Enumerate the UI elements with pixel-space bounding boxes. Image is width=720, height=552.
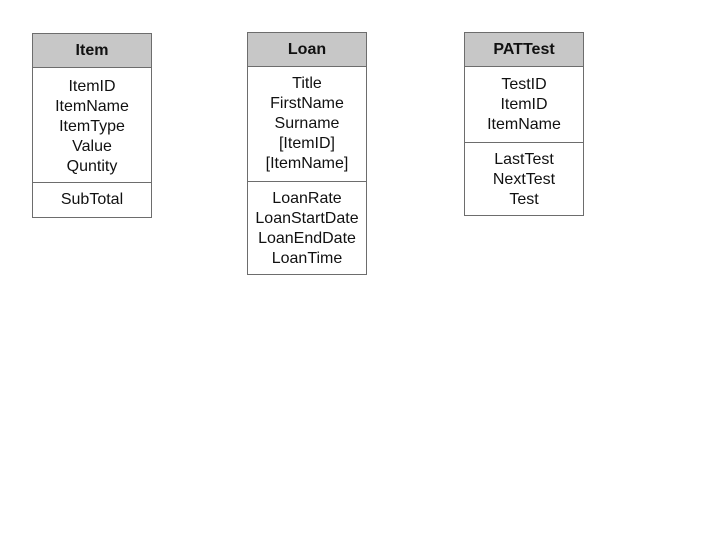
pattest-method-test: Test (509, 191, 539, 208)
pattest-method-lasttest: LastTest (494, 151, 554, 168)
item-field-itemid: ItemID (68, 78, 116, 95)
loan-field-firstname: FirstName (270, 95, 344, 112)
loan-field-title: Title (292, 75, 322, 92)
item-attributes-section: ItemID ItemName ItemType Value Quntity (33, 68, 151, 182)
pattest-method-nexttest: NextTest (492, 171, 556, 188)
pattest-field-itemid: ItemID (500, 96, 548, 113)
loan-method-loanrate: LoanRate (272, 190, 342, 207)
loan-methods-section: LoanRate LoanStartDate LoanEndDate LoanT… (248, 181, 366, 274)
loan-entity-title: Loan (248, 33, 366, 67)
loan-method-loanstartdate: LoanStartDate (255, 210, 359, 227)
loan-entity-box: Loan Title FirstName Surname [ItemID] [I… (247, 32, 367, 275)
item-method-subtotal: SubTotal (60, 191, 124, 208)
item-methods-section: SubTotal (33, 182, 151, 217)
loan-field-surname: Surname (274, 115, 340, 132)
pattest-entity-box: PATTest TestID ItemID ItemName LastTest … (464, 32, 584, 216)
loan-attributes-section: Title FirstName Surname [ItemID] [ItemNa… (248, 67, 366, 181)
pattest-attributes-section: TestID ItemID ItemName (465, 67, 583, 142)
loan-field-itemid: [ItemID] (278, 135, 335, 152)
item-field-quantity: Quntity (66, 158, 118, 175)
loan-method-loanenddate: LoanEndDate (258, 230, 356, 247)
item-field-value: Value (72, 138, 112, 155)
pattest-field-itemname: ItemName (487, 116, 561, 133)
pattest-entity-title: PATTest (465, 33, 583, 67)
item-entity-box: Item ItemID ItemName ItemType Value Qunt… (32, 33, 152, 218)
item-field-itemtype: ItemType (59, 118, 125, 135)
item-entity-title: Item (33, 34, 151, 68)
pattest-methods-section: LastTest NextTest Test (465, 142, 583, 215)
pattest-field-testid: TestID (501, 76, 547, 93)
loan-method-loantime: LoanTime (271, 250, 343, 267)
item-field-itemname: ItemName (55, 98, 129, 115)
loan-field-itemname: [ItemName] (265, 155, 349, 172)
